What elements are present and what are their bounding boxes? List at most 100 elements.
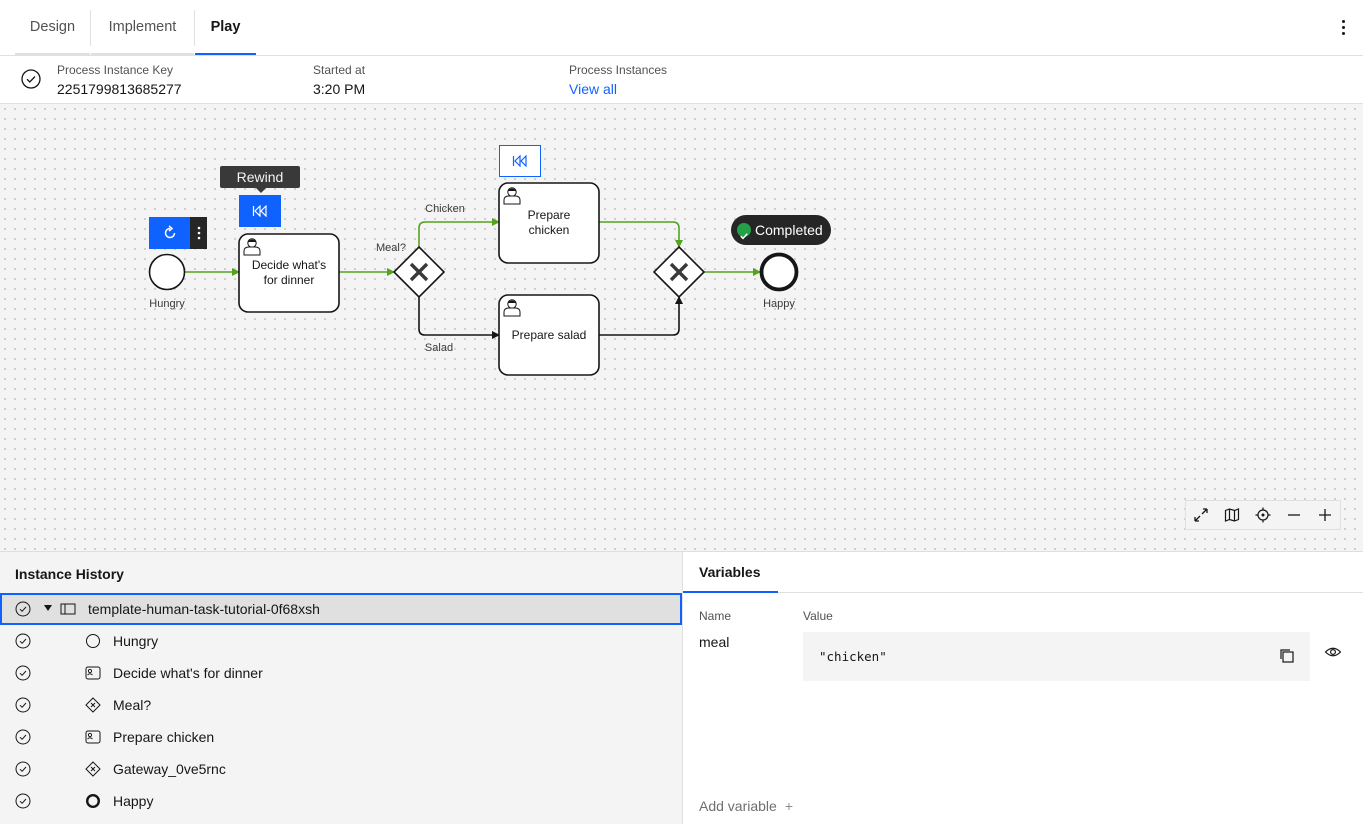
flow-salad <box>418 297 500 339</box>
history-row-label: Gateway_0ve5rnc <box>113 761 226 777</box>
flow-chicken-to-join <box>599 221 683 248</box>
history-row-happy[interactable]: Happy <box>0 785 682 817</box>
completed-check-icon <box>15 761 31 777</box>
history-row-label: Decide what's for dinner <box>113 665 263 681</box>
history-row-meal-gateway[interactable]: Meal? <box>0 689 682 721</box>
tab-divider <box>90 10 91 46</box>
rewind-icon <box>512 155 527 167</box>
copy-icon[interactable] <box>1278 647 1296 665</box>
history-row-label: Hungry <box>113 633 159 649</box>
flow-salad-label: Salad <box>425 342 453 354</box>
task-prepare-salad[interactable] <box>498 294 600 376</box>
gateway-join[interactable] <box>652 245 706 299</box>
variable-value-field[interactable]: "chicken" <box>803 632 1310 681</box>
start-event-hungry[interactable] <box>148 253 186 291</box>
zoom-out-icon[interactable] <box>1282 503 1306 527</box>
process-icon <box>60 603 76 615</box>
completed-check-icon <box>15 793 31 809</box>
gateway-icon <box>85 697 101 713</box>
task-decide-label-line2: for dinner <box>264 273 315 287</box>
minimap-icon[interactable] <box>1220 503 1244 527</box>
more-actions-icon[interactable] <box>190 217 207 249</box>
user-task-icon <box>243 238 261 256</box>
success-check-icon <box>737 223 751 240</box>
add-variable-button[interactable]: Add variable + <box>699 798 793 814</box>
view-icon[interactable] <box>1324 643 1342 661</box>
flow-salad-to-join <box>599 296 683 336</box>
start-event-icon <box>86 634 100 648</box>
plus-icon: + <box>784 798 794 814</box>
task-decide-dinner[interactable] <box>238 233 340 313</box>
tab-divider <box>683 592 1363 593</box>
zoom-controls <box>1185 500 1341 530</box>
history-row-process[interactable]: template-human-task-tutorial-0f68xsh <box>0 593 682 625</box>
task-prepare-chicken[interactable] <box>498 182 600 264</box>
rewind-button-chicken[interactable] <box>499 145 541 177</box>
flow-chicken <box>418 218 500 247</box>
recenter-icon[interactable] <box>1251 503 1275 527</box>
gateway-meal[interactable] <box>392 245 446 299</box>
rewind-button-decide[interactable] <box>239 195 281 227</box>
gateway-icon <box>85 761 101 777</box>
fullscreen-icon[interactable] <box>1189 503 1213 527</box>
add-variable-label: Add variable <box>699 798 777 814</box>
history-row-decide[interactable]: Decide what's for dinner <box>0 657 682 689</box>
task-chicken-label-line1: Prepare <box>528 208 571 222</box>
rewind-icon <box>252 205 267 217</box>
completed-badge: Completed <box>731 215 831 245</box>
history-row-gateway-join[interactable]: Gateway_0ve5rnc <box>0 753 682 785</box>
bpmn-diagram: Hungry Decide what's for dinner Meal? Ch… <box>148 182 799 376</box>
history-row-label: template-human-task-tutorial-0f68xsh <box>88 601 320 617</box>
user-task-icon <box>85 666 101 680</box>
completed-check-icon <box>15 665 31 681</box>
instance-history-panel: Instance History template-human-task-tut… <box>0 551 682 824</box>
tab-design[interactable]: Design <box>15 0 90 55</box>
tab-implement[interactable]: Implement <box>91 0 194 55</box>
rewind-tooltip: Rewind <box>220 166 300 193</box>
variables-name-header: Name <box>699 609 732 623</box>
end-event-label: Happy <box>763 298 795 310</box>
process-instances-label: Process Instances <box>569 63 668 77</box>
task-salad-label: Prepare salad <box>512 328 587 342</box>
chevron-down-icon[interactable] <box>44 605 52 611</box>
zoom-in-icon[interactable] <box>1313 503 1337 527</box>
started-at-value: 3:20 PM <box>313 81 366 97</box>
variable-name: meal <box>699 634 730 650</box>
start-event-label: Hungry <box>149 298 185 310</box>
completed-check-icon <box>15 633 31 649</box>
history-row-prepare-chicken[interactable]: Prepare chicken <box>0 721 682 753</box>
variables-value-header: Value <box>803 609 833 623</box>
task-decide-label-line1: Decide what's <box>252 258 326 272</box>
history-row-label: Meal? <box>113 697 152 713</box>
task-chicken-label-line2: chicken <box>529 223 570 237</box>
history-row-label: Happy <box>113 793 154 809</box>
completed-check-icon <box>15 697 31 713</box>
instance-history-title: Instance History <box>15 566 124 582</box>
instance-key-label: Process Instance Key <box>57 63 174 77</box>
overflow-menu-icon[interactable] <box>1333 14 1353 40</box>
instance-key-value: 2251799813685277 <box>57 81 182 97</box>
tab-variables[interactable]: Variables <box>683 552 778 593</box>
end-event-happy[interactable] <box>759 252 799 292</box>
flow-chicken-label: Chicken <box>425 203 465 215</box>
history-row-hungry[interactable]: Hungry <box>0 625 682 657</box>
completed-check-icon <box>15 729 31 745</box>
restart-button[interactable] <box>149 217 190 249</box>
user-task-icon <box>503 187 521 205</box>
completed-check-icon <box>15 601 31 617</box>
view-all-link[interactable]: View all <box>569 81 617 97</box>
completed-badge-label: Completed <box>755 222 823 238</box>
user-task-icon <box>85 730 101 744</box>
start-event-actions <box>149 217 207 249</box>
tab-divider <box>194 10 195 46</box>
instance-info-bar: Process Instance Key 2251799813685277 St… <box>0 56 1363 104</box>
tab-play[interactable]: Play <box>195 0 256 55</box>
tab-bar: Design Implement Play <box>0 0 1363 56</box>
history-row-label: Prepare chicken <box>113 729 215 745</box>
variable-value: "chicken" <box>819 649 887 664</box>
end-event-icon <box>85 793 101 809</box>
started-at-label: Started at <box>313 63 366 77</box>
completed-check-icon <box>21 69 41 89</box>
variables-panel: Variables Name Value meal "chicken" Add … <box>682 551 1363 824</box>
diagram-canvas[interactable]: Hungry Decide what's for dinner Meal? Ch… <box>0 104 1363 551</box>
